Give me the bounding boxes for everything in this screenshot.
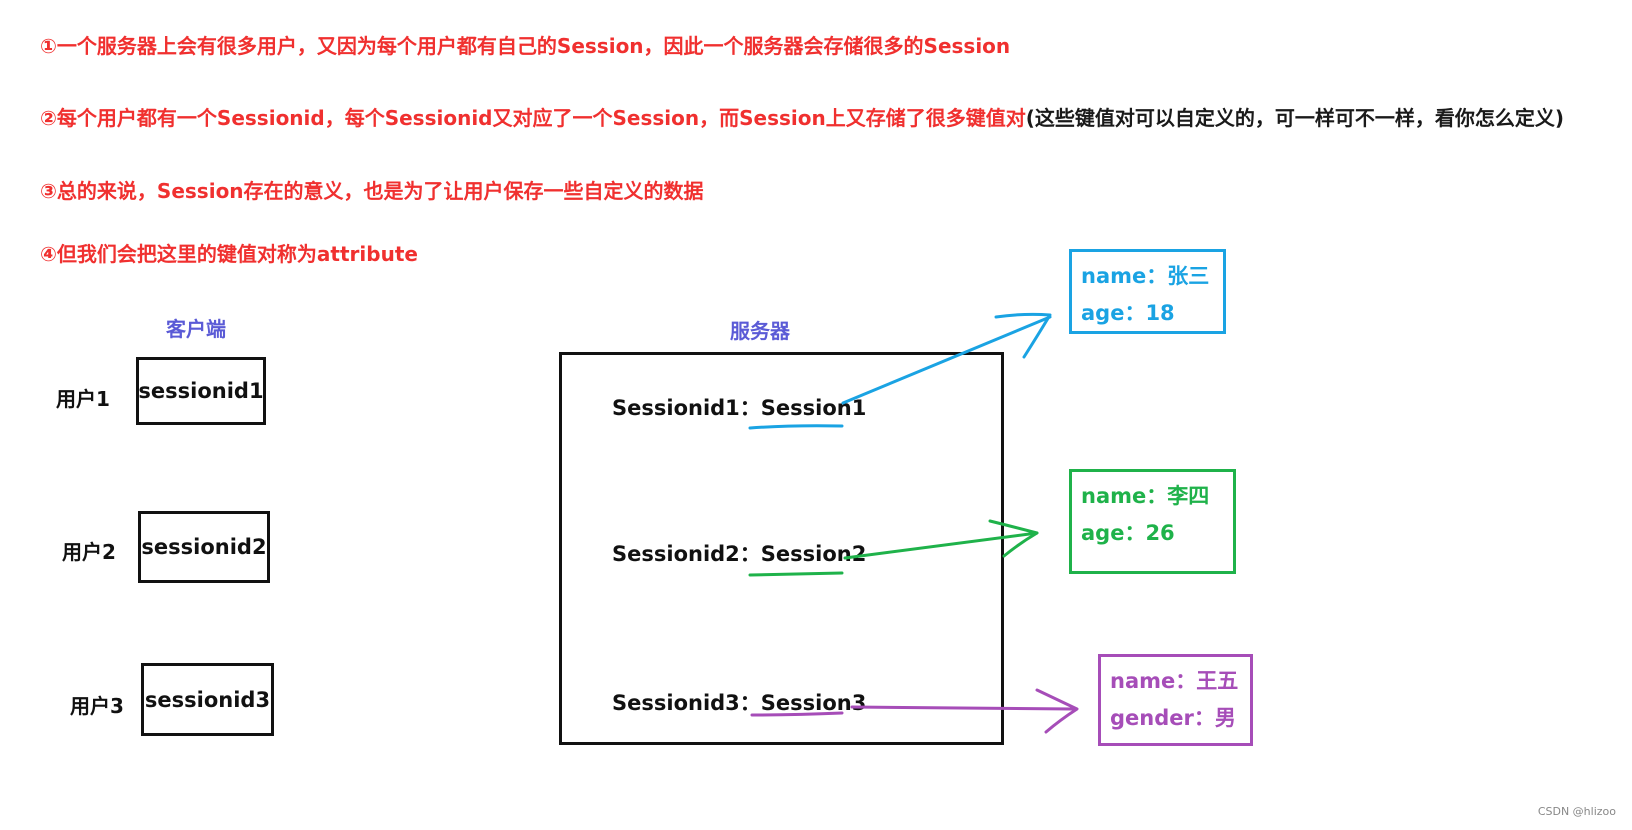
note-4: ④但我们会把这里的键值对称为attribute xyxy=(40,242,418,266)
user-label-3: 用户3 xyxy=(70,694,124,718)
user-label-2: 用户2 xyxy=(62,540,116,564)
server-heading: 服务器 xyxy=(730,319,790,343)
underline-session3 xyxy=(750,711,844,717)
client-sessionid-box-3: sessionid3 xyxy=(141,663,274,736)
attribute-1-line-2: age：18 xyxy=(1081,301,1175,325)
watermark: CSDN @hlizoo xyxy=(1537,805,1616,818)
arrow-session3-to-attributes xyxy=(750,688,1079,734)
session-mapping-3: Sessionid3：Session3 xyxy=(612,691,867,715)
arrow-line-1 xyxy=(841,315,1052,405)
underline-session2 xyxy=(748,571,844,577)
note-1: ①一个服务器上会有很多用户，又因为每个用户都有自己的Session，因此一个服务… xyxy=(40,34,1011,58)
note-2: ②每个用户都有一个Sessionid，每个Sessionid又对应了一个Sess… xyxy=(40,106,1565,130)
user-label-1: 用户1 xyxy=(56,387,110,411)
server-box xyxy=(559,352,1004,745)
attribute-3-line-2: gender：男 xyxy=(1110,706,1236,730)
attribute-2-line-1: name：李四 xyxy=(1081,484,1210,508)
note-3: ③总的来说，Session存在的意义，也是为了让用户保存一些自定义的数据 xyxy=(40,179,704,203)
arrow-head-2 xyxy=(988,519,1039,558)
attribute-box-1: name：张三 age：18 xyxy=(1069,249,1226,334)
attribute-2-line-2: age：26 xyxy=(1081,521,1175,545)
underline-session1 xyxy=(748,424,844,430)
client-heading: 客户端 xyxy=(166,317,226,341)
attribute-box-3: name：王五 gender：男 xyxy=(1098,654,1253,746)
attribute-3-line-1: name：王五 xyxy=(1110,669,1239,693)
attribute-box-2: name：李四 age：26 xyxy=(1069,469,1236,574)
session-value-3: Session3 xyxy=(760,691,867,715)
attribute-1-line-1: name：张三 xyxy=(1081,264,1210,288)
arrow-head-1 xyxy=(994,312,1052,359)
arrow-session2-to-attributes xyxy=(748,519,1039,577)
note-2-suffix: (这些键值对可以自定义的，可一样可不一样，看你怎么定义) xyxy=(1025,106,1565,130)
arrow-head-3 xyxy=(1035,688,1079,734)
arrow-session1-to-attributes xyxy=(748,312,1052,430)
session-mapping-2: Sessionid2：Session2 xyxy=(612,542,867,566)
session-value-2: Session2 xyxy=(760,542,867,566)
arrow-line-3 xyxy=(850,705,1075,711)
arrow-line-2 xyxy=(843,531,1039,560)
client-sessionid-box-2: sessionid2 xyxy=(138,511,270,583)
client-sessionid-box-1: sessionid1 xyxy=(136,357,266,425)
